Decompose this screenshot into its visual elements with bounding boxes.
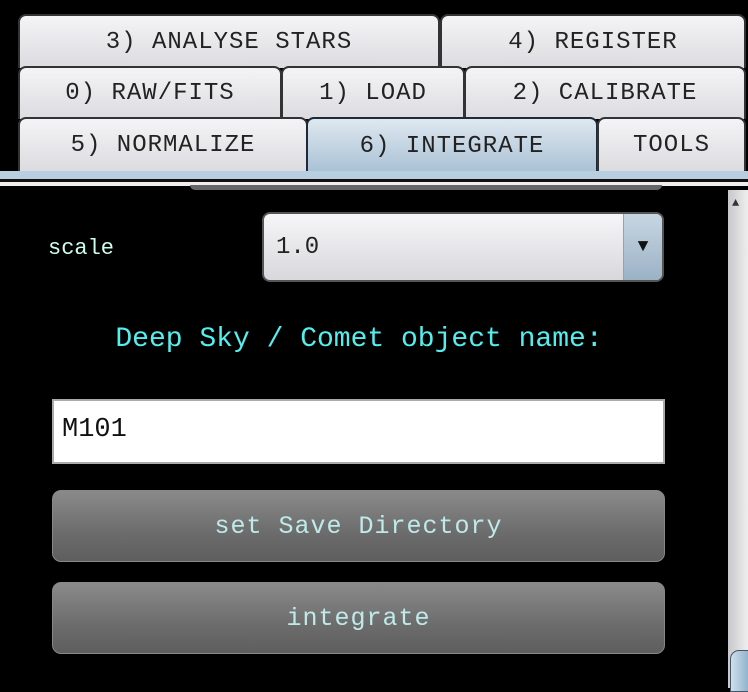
tab-normalize[interactable]: 5) NORMALIZE	[18, 117, 308, 171]
tab-analyse-stars[interactable]: 3) ANALYSE STARS	[18, 14, 440, 68]
tab-tools[interactable]: TOOLS	[597, 117, 746, 171]
object-name-input[interactable]: M101	[52, 399, 665, 464]
object-name-heading: Deep Sky / Comet object name:	[115, 324, 603, 355]
partial-dropdown	[190, 185, 662, 190]
scrollbar-thumb[interactable]	[730, 650, 748, 692]
tab-register[interactable]: 4) REGISTER	[440, 14, 746, 68]
scale-dropdown[interactable]: 1.0 ▼	[262, 212, 664, 282]
divider	[0, 182, 748, 186]
scrollbar[interactable]: ▲	[728, 190, 748, 692]
divider	[0, 179, 748, 182]
tab-load[interactable]: 1) LOAD	[281, 66, 465, 119]
tab-integrate[interactable]: 6) INTEGRATE	[306, 117, 598, 173]
scale-value: 1.0	[276, 234, 320, 261]
scroll-up-icon[interactable]: ▲	[732, 196, 740, 210]
chevron-down-icon[interactable]: ▼	[623, 214, 662, 280]
integrate-button[interactable]: integrate	[52, 582, 665, 654]
scale-label: scale	[48, 236, 115, 261]
tab-calibrate[interactable]: 2) CALIBRATE	[464, 66, 746, 119]
set-save-directory-button[interactable]: set Save Directory	[52, 490, 665, 562]
tab-raw-fits[interactable]: 0) RAW/FITS	[18, 66, 282, 119]
tab-underline	[0, 171, 748, 179]
